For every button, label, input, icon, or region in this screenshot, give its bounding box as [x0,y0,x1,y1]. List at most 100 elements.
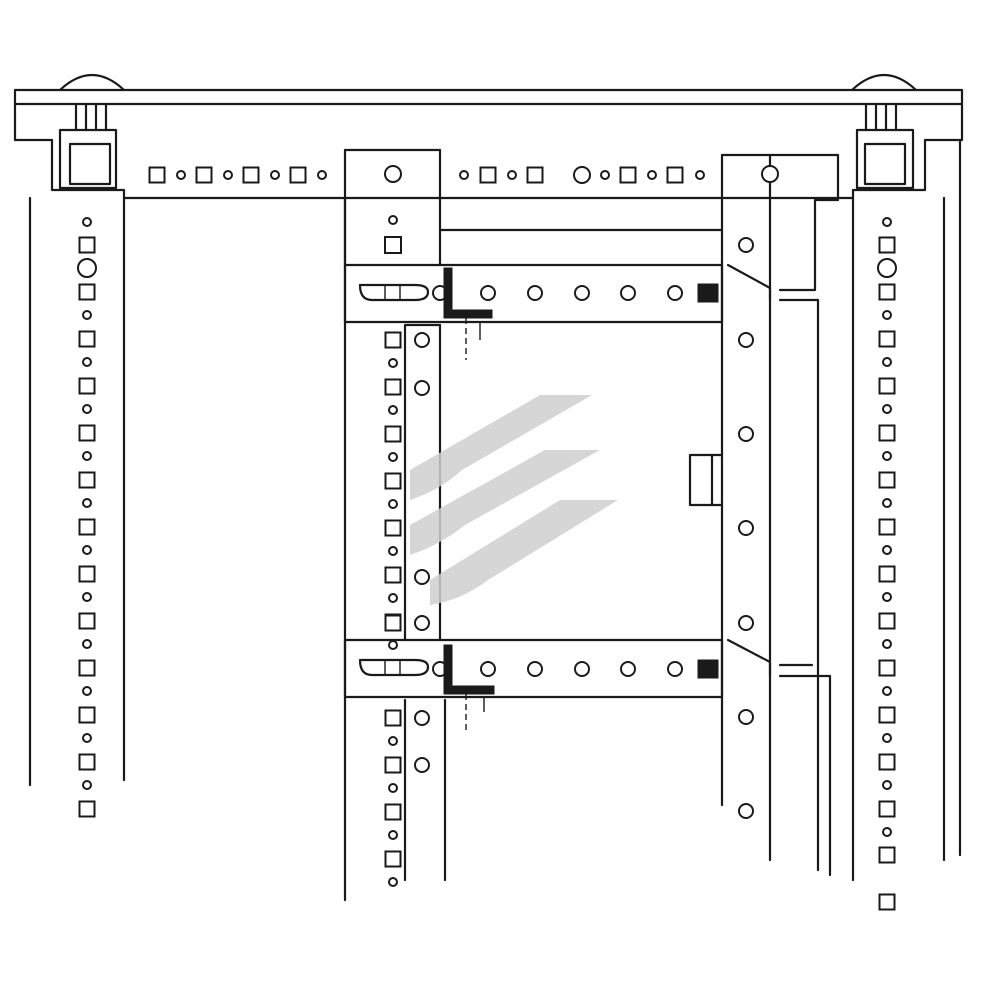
lower-angle-bracket [443,644,495,730]
beam-round-hole [270,170,280,180]
upper-crossbar-holes [432,285,683,301]
crossbar-hole [620,661,636,677]
top-beam-holes [148,166,705,184]
post-round-hole [882,827,892,837]
post-round-hole [82,686,92,696]
beam-large-round-hole [573,166,591,184]
lower-crossbar [343,638,772,699]
post-round-hole [882,404,892,414]
rail-large-hole [414,710,430,726]
rail-round-hole [388,546,398,556]
post-large-round-hole [877,258,897,278]
post-square-hole [78,612,96,630]
rail-round-hole [388,405,398,415]
post-round-hole [82,310,92,320]
beam-square-hole [479,166,497,184]
left-corner-block [58,128,118,190]
post-round-hole [82,217,92,227]
rail-large-hole [414,757,430,773]
beam-round-hole [695,170,705,180]
beam-round-hole [647,170,657,180]
rail-square-hole [384,378,402,396]
post-square-hole [78,236,96,254]
rail-large-hole [738,709,754,725]
beam-round-hole [600,170,610,180]
rail-round-hole [388,736,398,746]
post-square-hole [78,706,96,724]
rail-large-hole [738,520,754,536]
post-square-hole [878,283,896,301]
post-round-hole [882,639,892,649]
rail-large-hole [414,615,430,631]
post-large-round-hole [77,258,97,278]
beam-round-hole [507,170,517,180]
post-square-hole [878,330,896,348]
post-square-hole [78,283,96,301]
beam-square-hole [148,166,166,184]
right-corner-dome [850,74,918,92]
crossbar-hole [480,285,496,301]
post-square-hole [78,424,96,442]
beam-round-hole [459,170,469,180]
rail-large-hole [738,237,754,253]
post-square-hole [878,612,896,630]
post-round-hole [82,639,92,649]
right-vertical-rail [688,153,840,877]
post-square-hole [78,753,96,771]
beam-square-hole [195,166,213,184]
post-round-hole [82,780,92,790]
crossbar-hole [667,285,683,301]
post-round-hole [82,498,92,508]
rail-large-hole [738,332,754,348]
left-post-holes [77,217,97,818]
post-round-hole [882,357,892,367]
post-square-hole [78,659,96,677]
post-round-hole [882,780,892,790]
post-round-hole [882,217,892,227]
beam-square-hole [289,166,307,184]
post-square-hole [878,659,896,677]
post-square-hole [878,753,896,771]
post-square-hole [78,330,96,348]
post-square-hole [878,518,896,536]
post-round-hole [82,404,92,414]
lower-crossbar-holes [432,661,683,677]
post-round-hole [882,310,892,320]
beam-square-hole [666,166,684,184]
beam-square-hole [619,166,637,184]
rail-large-hole [738,615,754,631]
rail-large-hole [414,569,430,585]
rail-round-hole [388,452,398,462]
post-square-hole [878,236,896,254]
post-square-hole [878,565,896,583]
post-round-hole [882,451,892,461]
crossbar-hole [574,661,590,677]
left-corner-dome [58,74,126,92]
rail-large-hole [414,332,430,348]
frame-top-beam [13,74,964,200]
post-square-hole [78,800,96,818]
post-round-hole [882,686,892,696]
rail-square-hole [384,850,402,868]
beam-round-hole [223,170,233,180]
post-square-hole [878,893,896,911]
post-round-hole [82,357,92,367]
rail-large-hole [414,380,430,396]
rail-large-hole [738,803,754,819]
post-round-hole [82,733,92,743]
crossbar-hole [480,661,496,677]
rail-round-hole [388,783,398,793]
post-square-hole [78,377,96,395]
post-round-hole [882,498,892,508]
rail-square-hole [384,756,402,774]
post-round-hole [82,545,92,555]
crossbar-hole [667,661,683,677]
beam-round-hole [176,170,186,180]
beam-square-hole [242,166,260,184]
right-post-holes [877,217,897,911]
post-square-hole [878,471,896,489]
post-round-hole [882,545,892,555]
rail-round-hole [388,499,398,509]
